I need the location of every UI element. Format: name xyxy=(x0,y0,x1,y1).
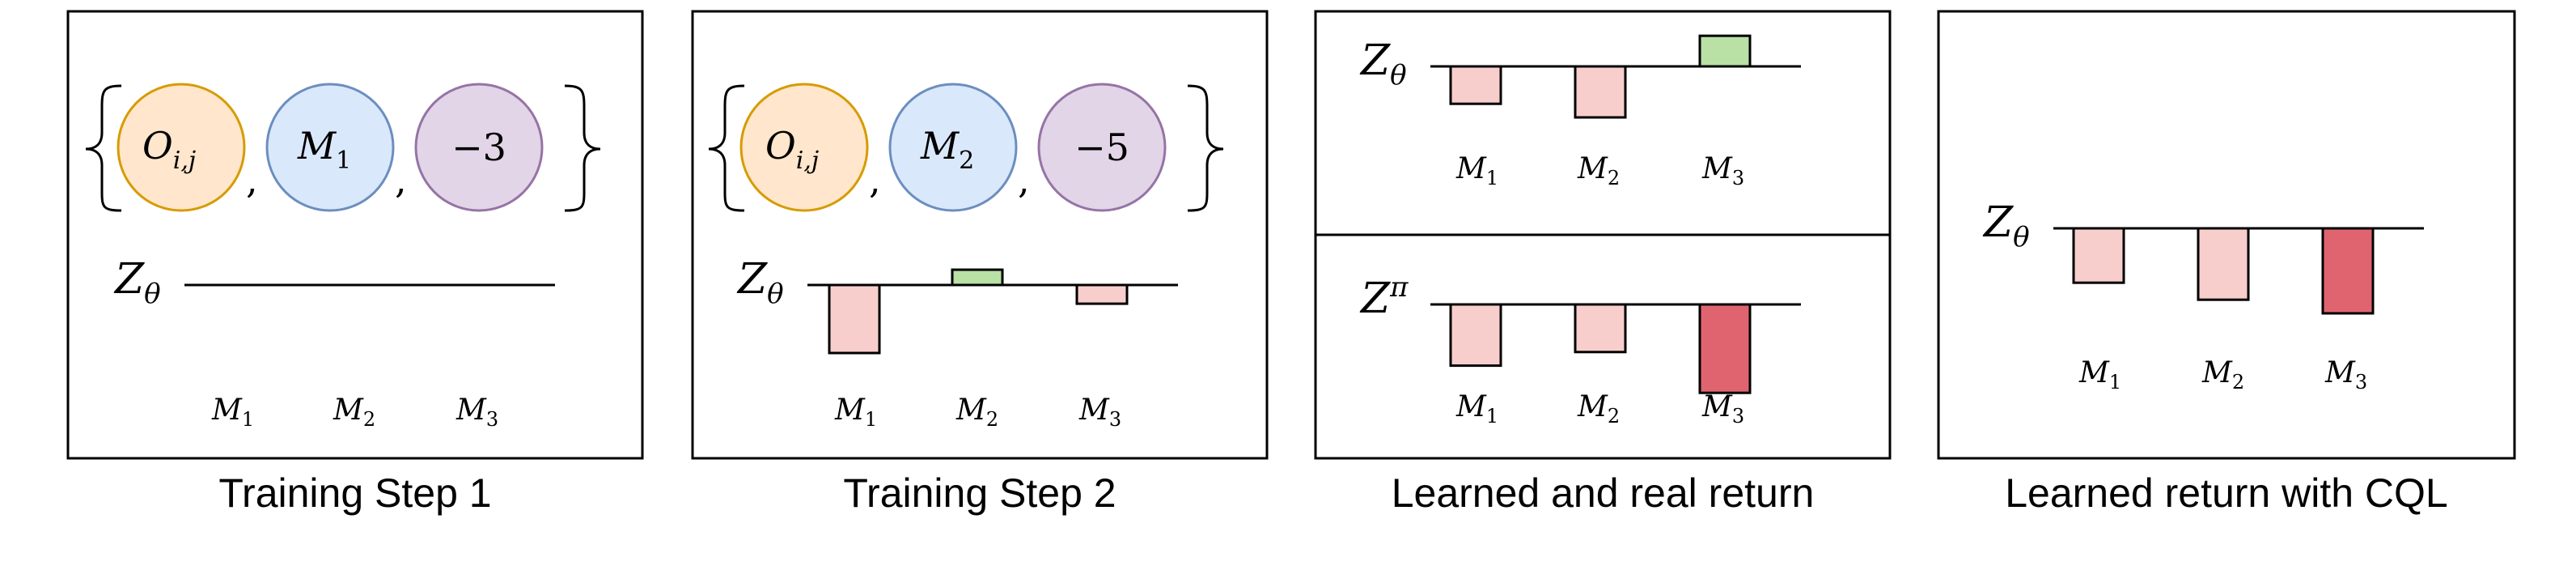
model-tick-label: M3 xyxy=(1078,393,1121,431)
bars-group xyxy=(1449,34,1752,119)
z-theta-label: Zθ xyxy=(1982,198,2030,253)
right-brace xyxy=(1187,84,1224,212)
panel-frame xyxy=(66,10,644,460)
left-brace xyxy=(85,84,122,212)
bars-group xyxy=(828,268,1129,355)
model-tick-label: M3 xyxy=(455,393,498,431)
z-theta-label: Zθ xyxy=(113,255,161,310)
panel-learned-and-real-return: Zθ M1 M2 M3 Zπ M1 M2 M3 Learned and real… xyxy=(1314,10,1892,516)
panel-caption: Training Step 2 xyxy=(843,470,1116,516)
return-bar-m1 xyxy=(1449,303,1502,368)
model-tick-label: M1 xyxy=(834,393,877,431)
reward-label: −3 xyxy=(451,125,506,169)
return-bar-m3 xyxy=(1698,303,1752,394)
bars-group xyxy=(2072,227,2375,315)
model-tick-label: M2 xyxy=(955,393,998,431)
panel-frame xyxy=(1937,10,2516,460)
model-tick-label: M2 xyxy=(1577,390,1620,428)
left-brace xyxy=(708,84,745,212)
model-tick-label: M3 xyxy=(1701,152,1744,189)
return-bar-m1 xyxy=(828,283,881,355)
model-label: M1 xyxy=(297,124,351,175)
reward-circle xyxy=(1037,83,1167,212)
observation-label: Oi,j xyxy=(765,124,819,175)
model-label: M2 xyxy=(920,124,974,175)
model-tick-label: M1 xyxy=(1455,152,1498,189)
return-bar-m3 xyxy=(1075,283,1129,305)
return-bar-m2 xyxy=(2197,227,2250,301)
model-tick-label: M1 xyxy=(1455,390,1498,428)
tuple-set: Oi,j , M2 , −5 xyxy=(708,83,1224,212)
panel-frame xyxy=(691,10,1269,460)
tuple-comma: , xyxy=(395,158,407,202)
model-circle xyxy=(265,83,395,212)
panel-caption: Training Step 1 xyxy=(218,470,491,516)
return-bar-m2 xyxy=(1574,303,1627,354)
tuple-set: Oi,j , M1 , −3 xyxy=(85,83,601,212)
tuple-comma: , xyxy=(869,158,881,202)
model-tick-label: M3 xyxy=(2324,356,2367,393)
return-bar-m1 xyxy=(2072,227,2125,284)
z-theta-label: Zθ xyxy=(736,255,784,310)
model-tick-label: M2 xyxy=(2201,356,2244,393)
panel-training-step-2: Oi,j , M2 , −5 Zθ M1 M2 M3 Training Step… xyxy=(691,10,1269,516)
z-pi-label: Zπ xyxy=(1359,271,1409,323)
return-bar-m3 xyxy=(2321,227,2375,315)
return-bar-m3 xyxy=(1698,34,1752,68)
return-bar-m1 xyxy=(1449,65,1502,105)
model-tick-label: M3 xyxy=(1701,390,1744,428)
tuple-comma: , xyxy=(246,158,258,202)
reward-circle xyxy=(414,83,544,212)
model-tick-label: M1 xyxy=(2078,356,2121,393)
panel-caption: Learned return with CQL xyxy=(2005,470,2448,516)
model-circle xyxy=(888,83,1018,212)
right-brace xyxy=(564,84,601,212)
z-theta-label: Zθ xyxy=(1359,36,1407,91)
observation-label: Oi,j xyxy=(142,124,196,175)
panel-caption: Learned and real return xyxy=(1392,470,1815,516)
tuple-comma: , xyxy=(1018,158,1030,202)
return-bar-m2 xyxy=(951,268,1004,287)
observation-circle xyxy=(739,83,869,212)
model-tick-label: M2 xyxy=(1577,152,1620,189)
model-tick-label: M1 xyxy=(211,393,254,431)
return-bar-m2 xyxy=(1574,65,1627,119)
bars-group xyxy=(1449,303,1752,394)
panel-training-step-1: Oi,j , M1 , −3 Zθ M1 M2 M3 Training Step… xyxy=(66,10,644,516)
observation-circle xyxy=(117,83,246,212)
panel-learned-return-with-cql: Zθ M1 M2 M3 Learned return with CQL xyxy=(1937,10,2516,516)
reward-label: −5 xyxy=(1074,125,1129,169)
model-tick-label: M2 xyxy=(333,393,375,431)
